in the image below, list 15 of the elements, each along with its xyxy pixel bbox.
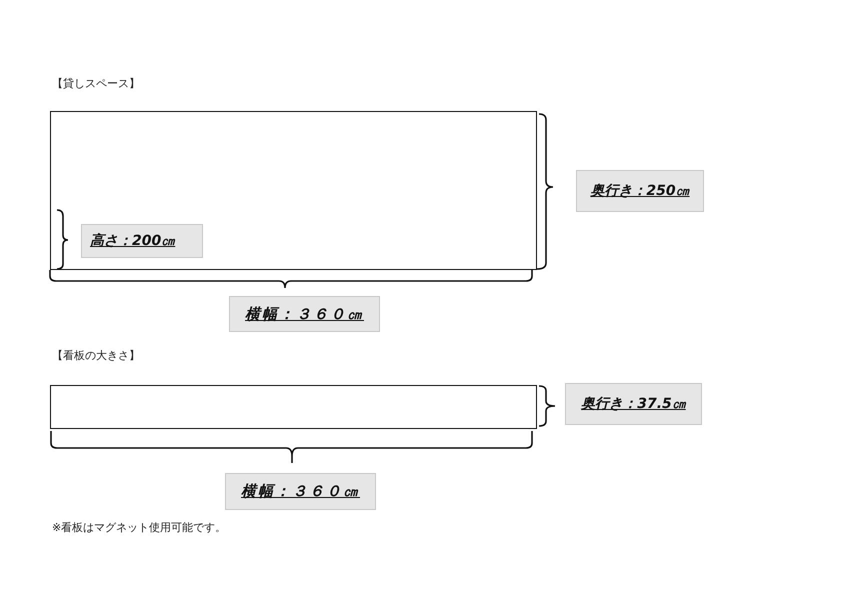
section-heading: 【貸しスペース】: [52, 76, 140, 91]
outline-rectangle: [50, 385, 537, 429]
dimension-label-box: [225, 473, 376, 510]
dimension-text: 横幅：３６０㎝: [245, 304, 364, 324]
dimension-text: 横幅：３６０㎝: [241, 482, 360, 501]
dimension-text: 奥行き：37.5㎝: [581, 395, 686, 413]
dimension-label-box: [229, 296, 380, 332]
dimension-label-box: [81, 224, 203, 258]
note-text: ※看板はマグネット使用可能です。: [52, 520, 226, 535]
dimension-text: 高さ：200㎝: [90, 232, 176, 250]
dimension-text: 奥行き：250㎝: [590, 182, 690, 200]
dimension-label-box: [576, 170, 704, 212]
dimension-label-box: [565, 383, 702, 425]
outline-rectangle: [50, 111, 537, 270]
section-heading: 【看板の大きさ】: [52, 348, 140, 363]
